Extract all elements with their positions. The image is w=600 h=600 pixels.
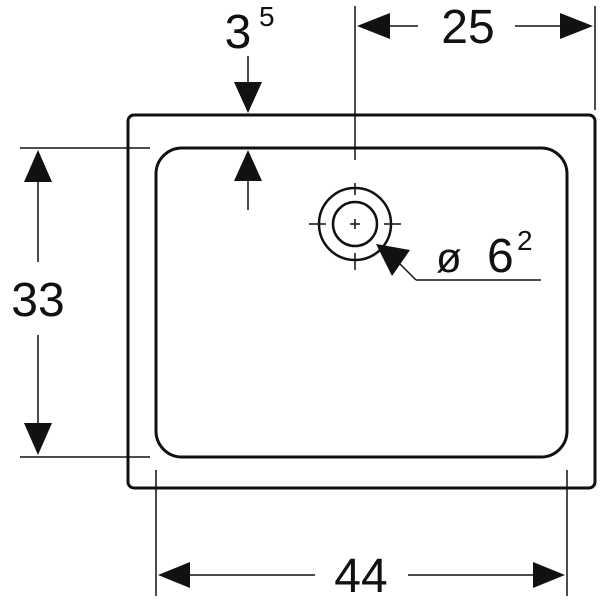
width-arrow-right bbox=[533, 562, 565, 588]
width-label: 44 bbox=[334, 550, 387, 600]
dimension-height: 33 bbox=[11, 147, 150, 458]
drain-offset-arrow-left bbox=[357, 13, 390, 39]
drain-offset-label: 25 bbox=[441, 1, 494, 54]
dimension-width: 44 bbox=[155, 470, 568, 600]
drain-diameter-leader bbox=[397, 261, 417, 281]
tray-outer-outline bbox=[126, 113, 597, 490]
rim-arrow-top bbox=[234, 82, 262, 113]
drain bbox=[309, 183, 401, 270]
drain-diameter-arrow bbox=[376, 244, 410, 276]
width-arrow-left bbox=[158, 562, 190, 588]
drain-diameter-superscript: 2 bbox=[517, 225, 533, 256]
height-arrow-bottom bbox=[24, 423, 52, 455]
drain-offset-arrow-right bbox=[560, 13, 593, 39]
height-label: 33 bbox=[11, 274, 64, 327]
drain-inner-circle bbox=[331, 200, 379, 248]
rim-thickness-label: 3 bbox=[225, 6, 252, 59]
rim-thickness-superscript: 5 bbox=[259, 1, 275, 32]
basin-inner-outline bbox=[154, 146, 569, 459]
rim-arrow-bottom bbox=[234, 150, 262, 181]
dimension-drain-diameter: ø 6 2 bbox=[376, 225, 541, 283]
drain-diameter-label: 6 bbox=[487, 230, 514, 283]
dimension-drain-offset: 25 bbox=[354, 1, 596, 160]
drain-diameter-symbol: ø bbox=[436, 234, 462, 281]
height-arrow-top bbox=[24, 150, 52, 182]
dimension-rim-thickness: 3 5 bbox=[225, 1, 275, 210]
